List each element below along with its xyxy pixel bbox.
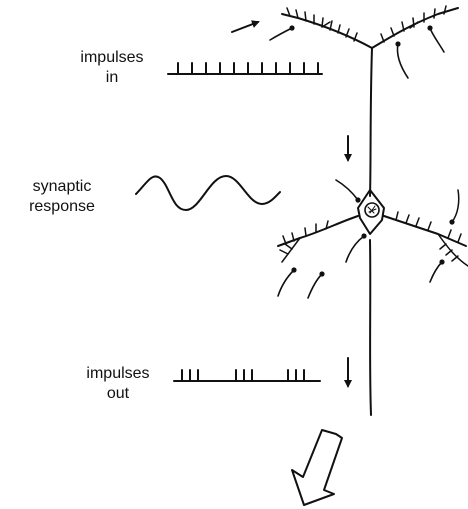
synaptic-inputs <box>270 28 444 298</box>
impulses-in-trace <box>168 63 322 74</box>
direction-arrows <box>232 22 348 386</box>
basal-dendrites <box>278 190 468 266</box>
synaptic-response-wave <box>136 176 280 210</box>
impulses-out-trace <box>174 370 320 381</box>
cell-body <box>358 190 384 234</box>
apical-dendrites <box>282 6 458 48</box>
output-arrow <box>292 430 342 505</box>
